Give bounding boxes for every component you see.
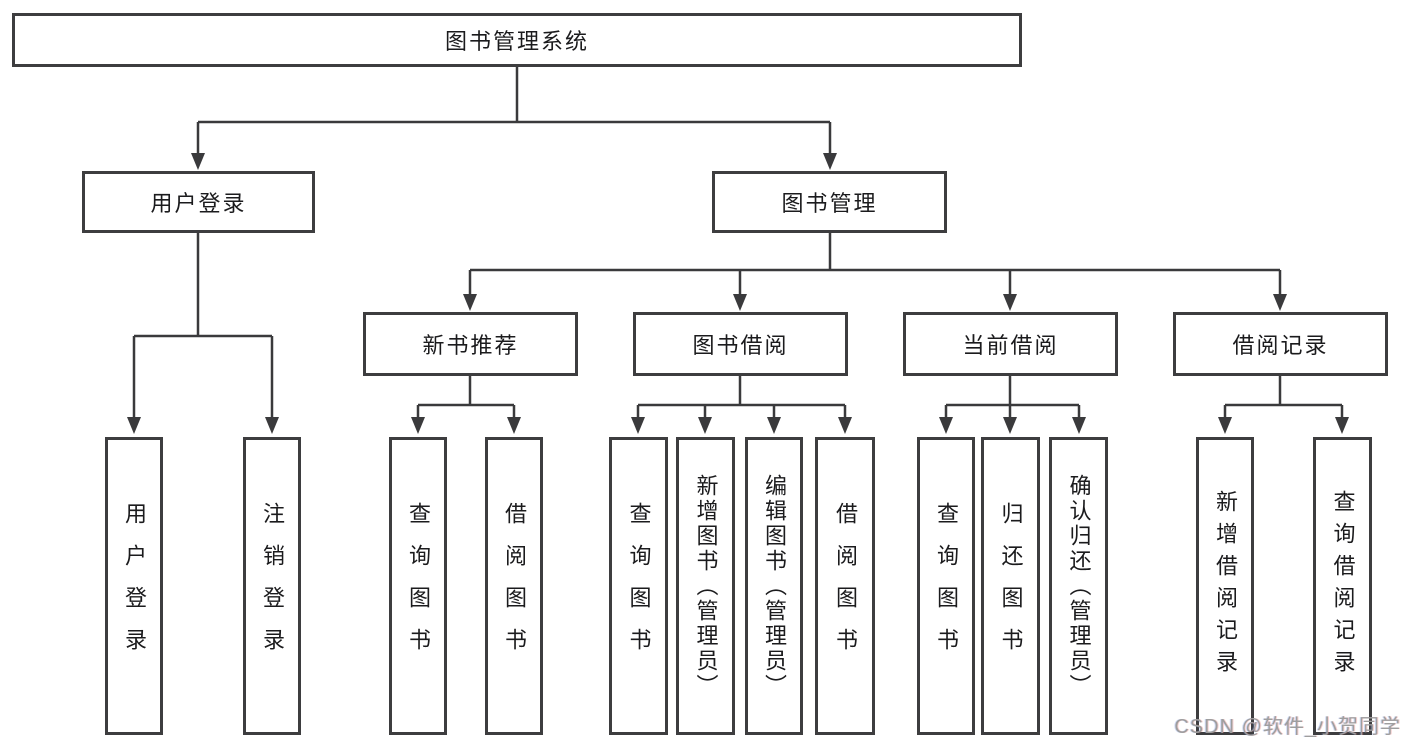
leaf-add-book-admin-label: 新增图书（管理员）	[693, 473, 719, 699]
node-user-login: 用户登录	[82, 171, 315, 233]
leaf-current-query-books-label: 查询图书	[934, 502, 959, 670]
leaf-confirm-return-admin-label: 确认归还（管理员）	[1066, 473, 1092, 699]
leaf-edit-book-admin: 编辑图书（管理员）	[745, 437, 803, 735]
leaf-add-borrow-record: 新增借阅记录	[1196, 437, 1254, 735]
node-book-borrow-label: 图书借阅	[692, 333, 789, 358]
leaf-user-login: 用户登录	[105, 437, 163, 735]
leaf-add-book-admin: 新增图书（管理员）	[676, 437, 735, 735]
leaf-recommend-query-books-label: 查询图书	[406, 502, 431, 670]
leaf-logout: 注销登录	[243, 437, 301, 735]
leaf-edit-book-admin-label: 编辑图书（管理员）	[762, 473, 787, 699]
node-root-label: 图书管理系统	[444, 29, 589, 54]
node-borrow-records: 借阅记录	[1173, 312, 1388, 376]
leaf-query-borrow-record-label: 查询借阅记录	[1330, 490, 1356, 682]
leaf-borrow-query-books-label: 查询图书	[626, 502, 652, 670]
node-new-book-recommend: 新书推荐	[363, 312, 578, 376]
leaf-add-borrow-record-label: 新增借阅记录	[1213, 490, 1238, 682]
node-current-borrow-label: 当前借阅	[962, 333, 1059, 358]
csdn-watermark: CSDN @软件_小贺同学	[1174, 716, 1401, 738]
node-new-book-recommend-label: 新书推荐	[422, 333, 519, 358]
node-root: 图书管理系统	[12, 13, 1022, 67]
leaf-recommend-query-books: 查询图书	[389, 437, 447, 735]
leaf-query-borrow-record: 查询借阅记录	[1313, 437, 1372, 735]
leaf-return-books-label: 归还图书	[998, 502, 1024, 670]
node-book-management-label: 图书管理	[781, 191, 878, 216]
leaf-return-books: 归还图书	[981, 437, 1040, 735]
leaf-logout-label: 注销登录	[260, 502, 285, 670]
node-current-borrow: 当前借阅	[903, 312, 1118, 376]
node-borrow-records-label: 借阅记录	[1232, 333, 1329, 358]
leaf-confirm-return-admin: 确认归还（管理员）	[1049, 437, 1108, 735]
node-book-management: 图书管理	[712, 171, 947, 233]
node-user-login-label: 用户登录	[150, 191, 247, 216]
leaf-borrow-query-books: 查询图书	[609, 437, 668, 735]
leaf-recommend-borrow-books-label: 借阅图书	[502, 502, 527, 670]
leaf-current-query-books: 查询图书	[917, 437, 975, 735]
leaf-recommend-borrow-books: 借阅图书	[485, 437, 543, 735]
leaf-borrow-books-label: 借阅图书	[833, 502, 858, 670]
leaf-borrow-books: 借阅图书	[815, 437, 875, 735]
node-book-borrow: 图书借阅	[633, 312, 848, 376]
leaf-user-login-label: 用户登录	[122, 502, 147, 670]
